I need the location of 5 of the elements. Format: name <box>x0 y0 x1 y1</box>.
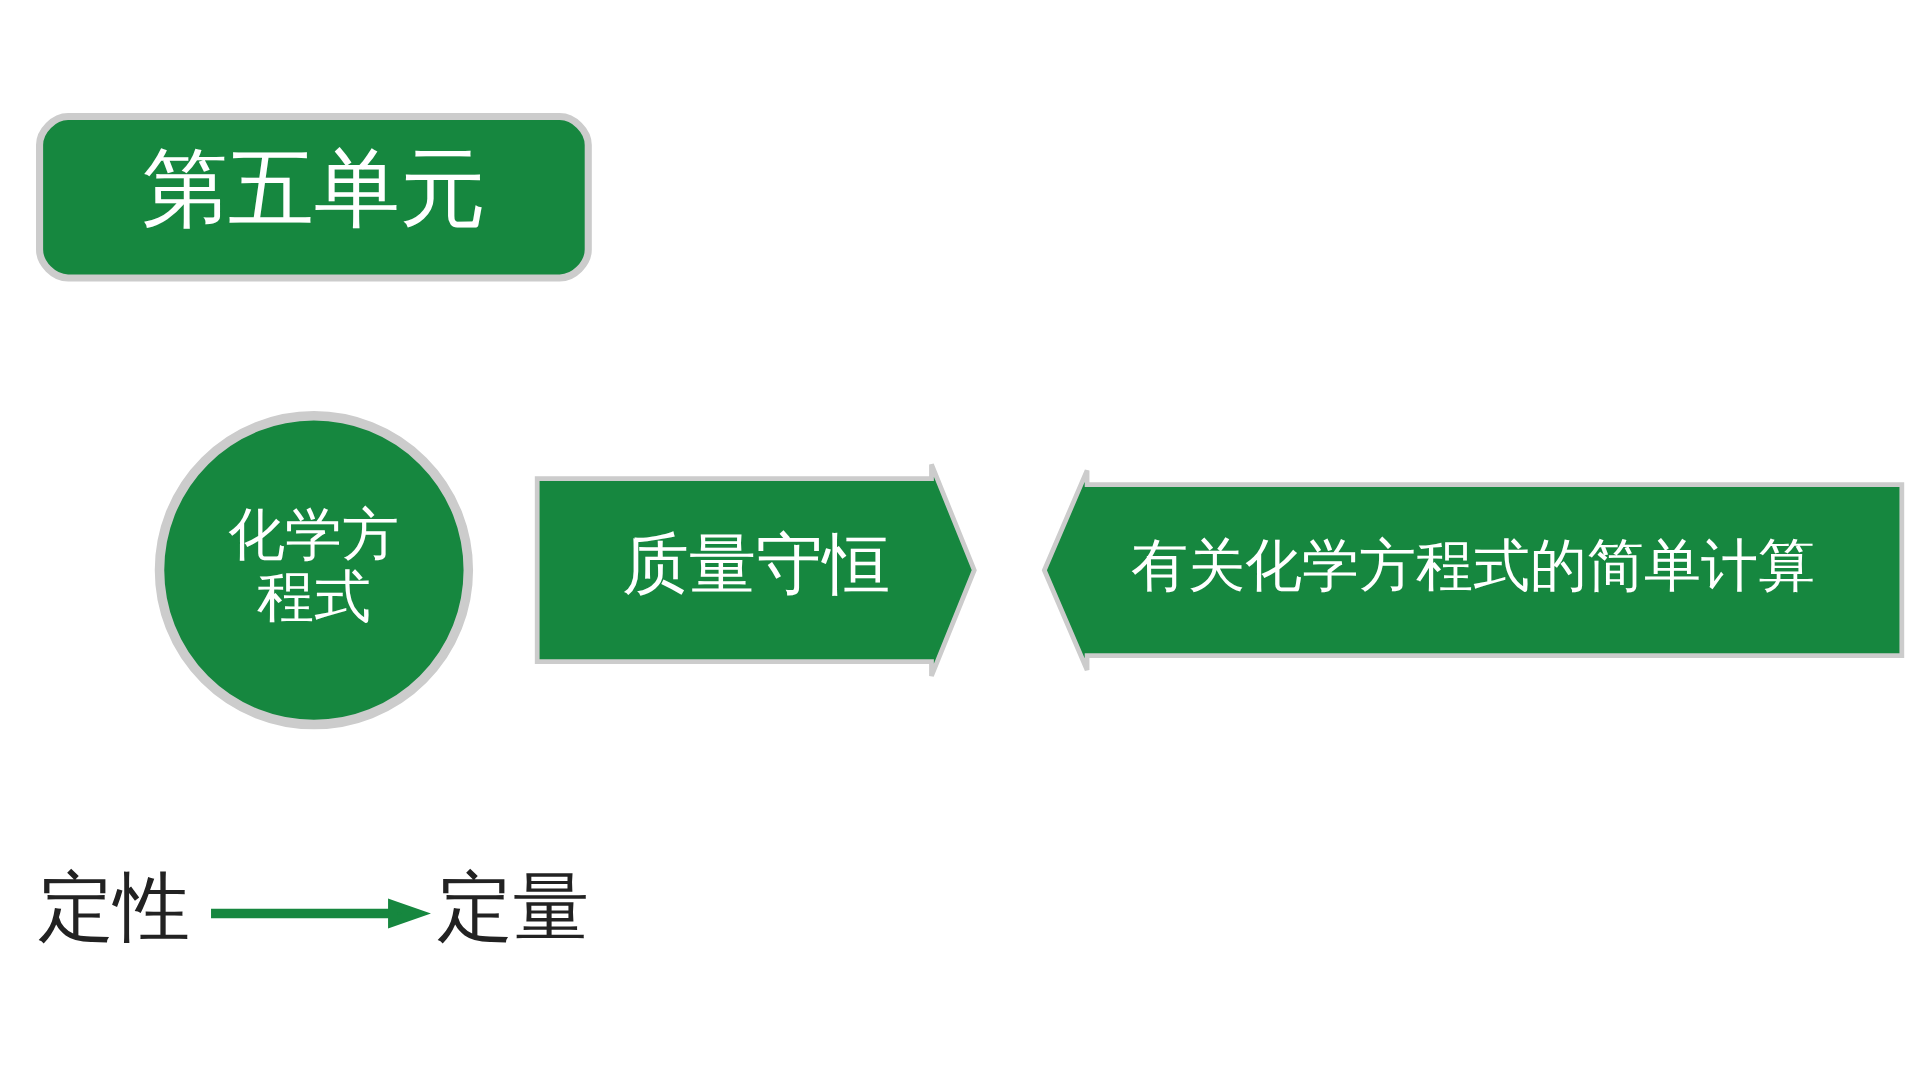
arrow <box>211 897 431 928</box>
node-box: 第五单元 <box>36 112 592 282</box>
node-text: 定量 <box>437 861 590 951</box>
node-text: 定性 <box>38 861 191 951</box>
node-circle: 化学方程式 <box>154 410 474 729</box>
